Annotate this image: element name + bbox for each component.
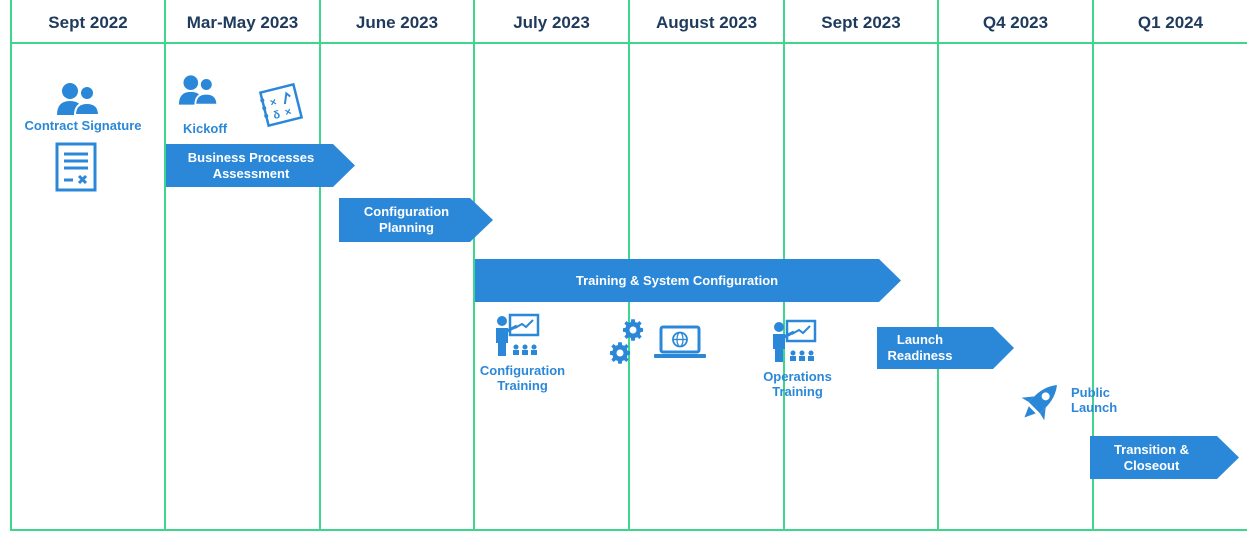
milestone-contract-signature: Contract Signature	[24, 118, 142, 133]
phase-arrow	[1090, 436, 1239, 479]
trainer-presentation-icon	[493, 313, 543, 357]
phase-arrow	[166, 144, 355, 187]
people-icon	[178, 74, 220, 106]
phase-arrow	[475, 259, 901, 302]
column-header-sept-2022: Sept 2022	[48, 13, 128, 32]
svg-text:×: ×	[269, 96, 278, 109]
phase-arrow	[877, 327, 1014, 369]
trainer-presentation-icon	[770, 319, 820, 363]
grid-line	[1092, 0, 1094, 531]
svg-text:δ: δ	[272, 109, 282, 122]
phase-arrow	[339, 198, 493, 242]
phase-label: Training & System Configuration	[575, 272, 779, 288]
milestone-public-launch: Public Launch	[1071, 385, 1118, 415]
column-header-june-2023: June 2023	[355, 13, 439, 32]
people-icon	[56, 82, 102, 116]
grid-line	[473, 0, 475, 531]
laptop-globe-icon	[653, 325, 707, 359]
column-header-q4-2023: Q4 2023	[982, 13, 1049, 32]
phase-label: Business Processes Assessment	[187, 149, 315, 181]
grid-line	[319, 0, 321, 531]
milestone-kickoff: Kickoff	[182, 121, 228, 136]
column-header-mar-may-2023: Mar-May 2023	[186, 13, 299, 32]
phase-label: Transition & Closeout	[1113, 441, 1190, 473]
column-header-sept-2023: Sept 2023	[821, 13, 901, 32]
contract-document-icon	[55, 142, 97, 192]
grid-line	[10, 0, 12, 531]
svg-text:×: ×	[284, 106, 293, 119]
column-header-july-2023: July 2023	[513, 13, 590, 32]
column-header-august-2023: August 2023	[655, 13, 758, 32]
strategy-board-icon: × δ ×	[258, 82, 304, 128]
phase-label: Configuration Planning	[363, 204, 450, 235]
milestone-operations-training: Operations Training	[763, 369, 832, 399]
phase-label: Launch Readiness	[887, 332, 953, 363]
gears-icon	[607, 318, 647, 368]
milestone-configuration-training: Configuration Training	[479, 363, 566, 393]
rocket-icon	[1014, 376, 1066, 428]
grid-line	[164, 0, 166, 531]
grid-line	[937, 0, 939, 531]
column-header-q1-2024: Q1 2024	[1137, 13, 1204, 32]
